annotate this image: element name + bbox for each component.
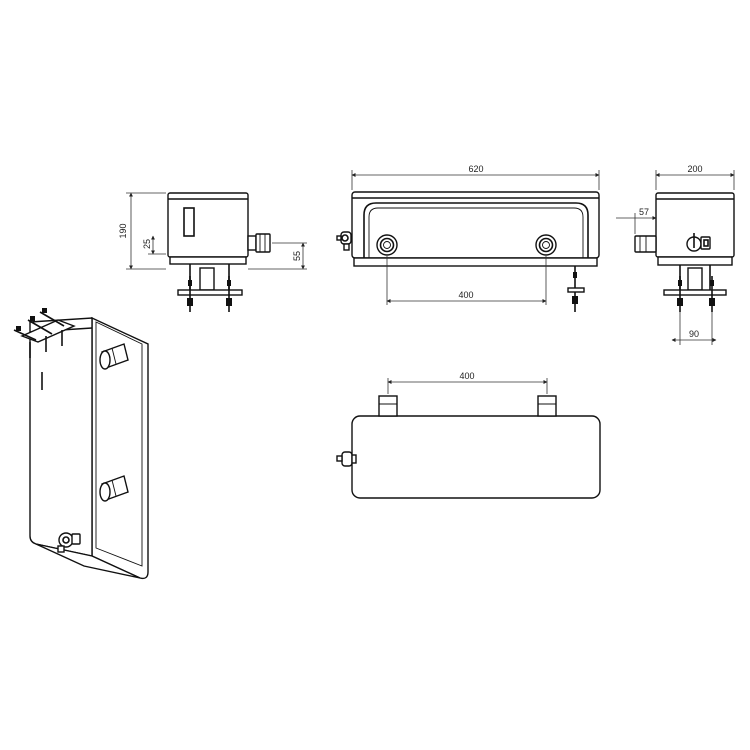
dim-190: 190 [118, 192, 166, 270]
top-valve [336, 451, 357, 467]
right-valve [686, 233, 711, 252]
dim-25-label: 25 [142, 239, 152, 249]
dim-55-label: 55 [292, 251, 302, 261]
iso-valve [57, 532, 81, 553]
front-foot [567, 266, 585, 312]
iso-spigot-upper [99, 343, 129, 370]
dim-25: 25 [142, 235, 166, 255]
front-inlet-right [535, 234, 557, 256]
dim-90: 90 [671, 312, 717, 345]
right-feet [677, 276, 715, 312]
dim-200-label: 200 [687, 164, 702, 174]
iso-mounting-bracket [13, 308, 76, 358]
top-spigot-left [378, 395, 398, 417]
dim-400-top-label: 400 [459, 371, 474, 381]
dim-620: 620 [351, 164, 600, 190]
top-spigot-right [537, 395, 557, 417]
dim-620-label: 620 [468, 164, 483, 174]
dim-57: 57 [616, 207, 657, 234]
right-view: 200 57 90 [616, 164, 735, 345]
dim-400-front-label: 400 [458, 290, 473, 300]
side-outlet-spigot [247, 233, 271, 253]
right-inlet-spigot [634, 235, 657, 253]
iso-spigot-lower [99, 475, 129, 502]
dim-400-top: 400 [387, 371, 548, 394]
side-view: 190 25 55 [118, 192, 307, 312]
dim-200: 200 [655, 164, 735, 190]
isometric-view [13, 308, 149, 580]
dim-90-label: 90 [689, 329, 699, 339]
front-view: 620 400 [336, 164, 600, 312]
front-valve [336, 231, 352, 251]
front-inlet-left [376, 234, 398, 256]
top-view: 400 [336, 371, 601, 499]
side-feet [187, 276, 232, 312]
dim-55: 55 [248, 242, 307, 270]
dim-400-front: 400 [386, 256, 547, 305]
dim-190-label: 190 [118, 223, 128, 238]
dim-57-label: 57 [639, 207, 649, 217]
